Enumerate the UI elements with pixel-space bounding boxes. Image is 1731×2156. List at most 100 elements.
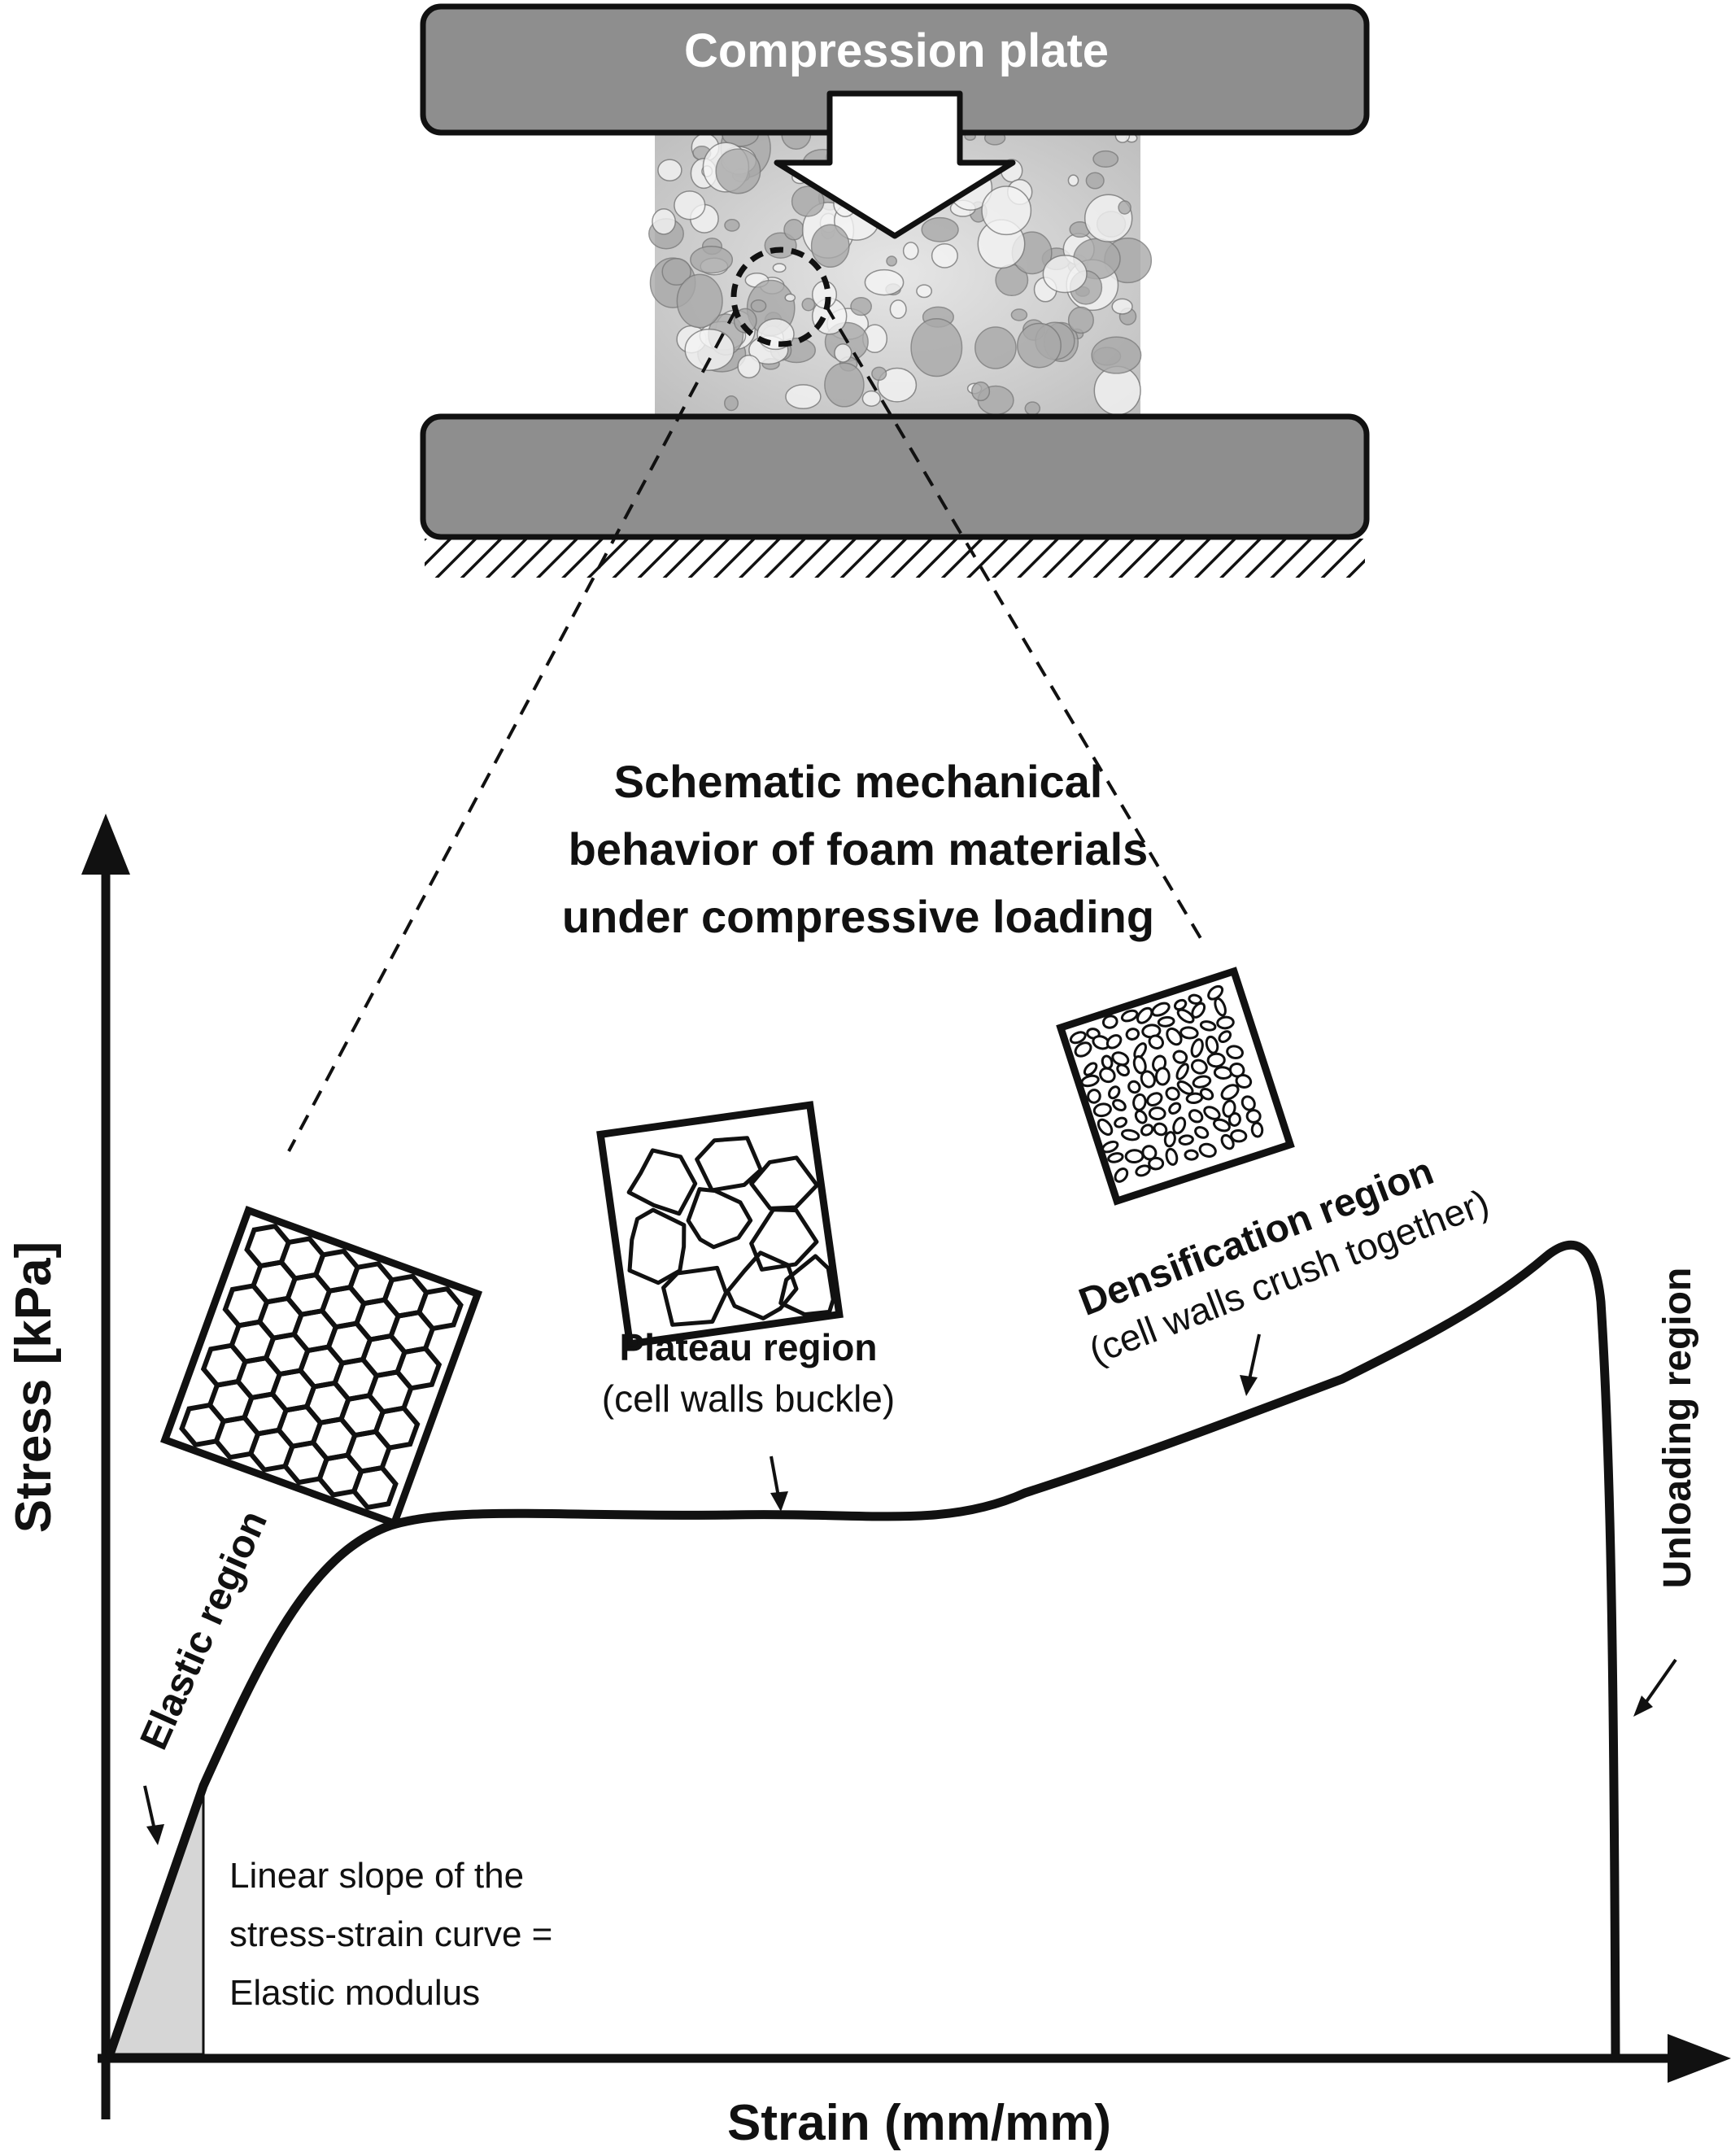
- densified-cell: [1226, 1045, 1244, 1060]
- densified-cell: [1214, 997, 1227, 1017]
- densified-cell: [1120, 1009, 1139, 1023]
- foam-bubble: [676, 273, 723, 329]
- densified-cell: [1192, 1075, 1212, 1089]
- zoom-line-right: [824, 303, 1206, 945]
- densified-cell: [1163, 1131, 1176, 1148]
- densified-cell: [1151, 1002, 1171, 1017]
- buckled-cell: [749, 1207, 819, 1272]
- foam-bubble: [783, 219, 804, 241]
- densified-cell: [1092, 1102, 1112, 1118]
- densified-cell: [1199, 1020, 1217, 1032]
- title-line-1: Schematic mechanical: [614, 756, 1103, 807]
- buckled-cell: [778, 1254, 835, 1317]
- densified-cell: [1178, 1134, 1194, 1146]
- densified-cell: [1107, 1152, 1124, 1163]
- foam-bubble: [784, 293, 796, 303]
- elastic-pointer-arrowhead-icon: [146, 1824, 164, 1845]
- honeycomb-cell-inset: [159, 1205, 483, 1529]
- compression-arrow-icon: [774, 90, 1016, 239]
- buckled-cell-inset: [596, 1101, 844, 1348]
- title-line-2: behavior of foam materials: [569, 823, 1149, 875]
- densified-cell: [1127, 1080, 1141, 1094]
- densified-cell: [1154, 1067, 1171, 1086]
- foam-bubble: [801, 298, 816, 312]
- densified-cell: [1240, 1095, 1256, 1111]
- densified-cell: [1083, 1062, 1098, 1076]
- buckled-cell: [627, 1207, 687, 1285]
- foam-bubble: [921, 216, 959, 242]
- buckled-cells: [626, 1136, 835, 1327]
- foam-bubble: [657, 159, 682, 182]
- densified-cell: [1140, 1124, 1154, 1137]
- densified-cell: [1074, 1041, 1092, 1058]
- foam-bubble: [824, 362, 865, 408]
- foam-bubble: [1091, 336, 1142, 374]
- densified-cell: [1190, 1038, 1204, 1058]
- foam-bubble: [886, 255, 897, 267]
- foam-bubble: [724, 219, 740, 232]
- compression-apparatus: Compression plate: [420, 3, 1370, 578]
- densified-cell: [1207, 984, 1224, 1001]
- densified-cell: [1116, 1063, 1130, 1077]
- foam-bubble: [902, 242, 919, 260]
- diagram-title: Schematic mechanical behavior of foam ma…: [562, 756, 1154, 942]
- buckled-cell: [626, 1148, 698, 1216]
- densified-cell: [1199, 1088, 1214, 1101]
- densified-cell: [1194, 1126, 1210, 1139]
- densified-cell: [1222, 1099, 1236, 1118]
- unloading-pointer: [1640, 1658, 1677, 1710]
- densified-cell: [1191, 1002, 1206, 1019]
- densified-cell: [1134, 1110, 1148, 1124]
- densified-cell: [1212, 1118, 1231, 1133]
- densified-cell: [1121, 1128, 1140, 1141]
- title-line-3: under compressive loading: [562, 891, 1154, 942]
- densified-cell: [1220, 1084, 1240, 1101]
- densified-cell: [1097, 1118, 1114, 1136]
- densified-cell: [1176, 1080, 1194, 1095]
- x-axis-arrowhead-icon: [1668, 2034, 1731, 2083]
- plateau-region-label: Plateau region: [620, 1326, 878, 1368]
- densified-cell: [1168, 1102, 1182, 1115]
- modulus-note: Linear slope of the stress-strain curve …: [229, 1856, 552, 2013]
- densified-cell: [1172, 1116, 1187, 1135]
- foam-bubble: [1092, 150, 1119, 168]
- modulus-note-line-2: stress-strain curve =: [229, 1914, 552, 1954]
- foam-bubble: [1067, 306, 1094, 334]
- foam-bubble: [715, 148, 761, 194]
- elastic-region-label: Elastic region: [133, 1504, 276, 1756]
- plateau-pointer-arrowhead-icon: [770, 1491, 788, 1512]
- densified-cell: [1218, 1030, 1232, 1043]
- buckled-cell: [749, 1155, 819, 1211]
- densified-cell: [1114, 1167, 1129, 1183]
- densified-cell: [1179, 1026, 1199, 1040]
- densified-cell: [1148, 1106, 1166, 1121]
- foam-bubble: [674, 190, 706, 220]
- foam-bubble: [864, 268, 905, 296]
- honeycomb-cell: [351, 1464, 399, 1511]
- densified-cell: [1101, 1140, 1119, 1154]
- densified-cell: [1069, 1031, 1087, 1045]
- densified-cell: [1136, 1006, 1153, 1024]
- densified-cell: [1216, 1015, 1235, 1030]
- foam-bubble: [810, 224, 850, 268]
- densified-cell: [1172, 1050, 1188, 1064]
- densified-cells: [1069, 984, 1264, 1183]
- plateau-region-note: (cell walls buckle): [602, 1377, 895, 1420]
- densified-cell: [1213, 1066, 1232, 1080]
- densified-cell: [1166, 1027, 1183, 1046]
- densified-cell: [1108, 1085, 1121, 1100]
- foam-bubble: [850, 296, 872, 316]
- buckled-cell: [695, 1136, 763, 1193]
- foam-bubble: [737, 354, 761, 379]
- unloading-region-label: Unloading region: [1656, 1268, 1699, 1589]
- densified-cell: [1230, 1128, 1248, 1143]
- unloading-pointer-arrowhead-icon: [1633, 1696, 1653, 1717]
- foam-bubble: [1118, 200, 1131, 215]
- densified-cell: [1087, 1089, 1101, 1104]
- densified-cell: [1125, 1028, 1140, 1041]
- densified-cell: [1140, 1070, 1156, 1089]
- foam-bubble: [971, 381, 991, 402]
- densified-cell: [1112, 1098, 1127, 1112]
- zoom-circle: [730, 247, 831, 347]
